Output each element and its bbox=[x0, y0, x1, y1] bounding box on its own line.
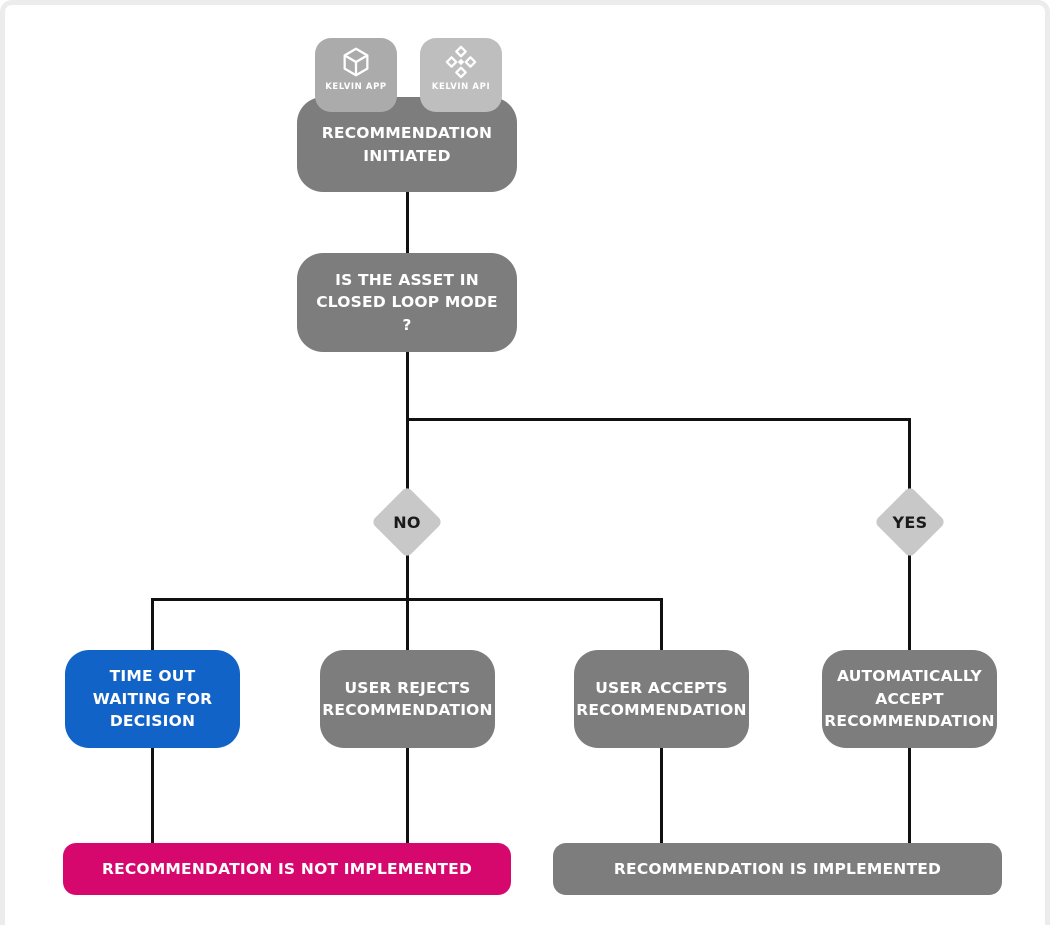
kelvin-api-label: KELVIN API bbox=[431, 82, 491, 92]
decision-no-label: NO bbox=[393, 512, 421, 532]
node-label: RECOMMENDATION IS NOT IMPLEMENTED bbox=[101, 859, 473, 878]
diamond-cluster-icon bbox=[445, 45, 477, 79]
connector-rejects-to-not-implemented bbox=[406, 748, 409, 843]
node-label: AUTOMATICALLY ACCEPT RECOMMENDATION bbox=[824, 667, 995, 731]
node-user-accepts: USER ACCEPTS RECOMMENDATION bbox=[574, 650, 749, 748]
decision-yes-label: YES bbox=[892, 512, 928, 532]
node-label: RECOMMENDATION INITIATED bbox=[321, 124, 493, 165]
node-user-rejects: USER REJECTS RECOMMENDATION bbox=[320, 650, 495, 748]
connector-to-user-accepts bbox=[660, 598, 663, 650]
kelvin-app-badge: KELVIN APP bbox=[315, 38, 397, 112]
node-implemented: RECOMMENDATION IS IMPLEMENTED bbox=[553, 843, 1002, 895]
connector-accepts-to-implemented bbox=[660, 748, 663, 843]
cube-icon bbox=[343, 47, 369, 77]
node-recommendation-initiated: RECOMMENDATION INITIATED bbox=[297, 97, 517, 192]
kelvin-app-label: KELVIN APP bbox=[325, 82, 387, 92]
node-label: USER REJECTS RECOMMENDATION bbox=[322, 678, 493, 719]
node-label: USER ACCEPTS RECOMMENDATION bbox=[576, 678, 747, 719]
connector-to-timeout bbox=[151, 598, 154, 650]
node-label: TIME OUT WAITING FOR DECISION bbox=[92, 667, 213, 731]
node-label: RECOMMENDATION IS IMPLEMENTED bbox=[613, 859, 942, 878]
decision-no: NO bbox=[370, 485, 444, 559]
connector-no-split-horizontal bbox=[151, 598, 663, 601]
node-label: IS THE ASSET IN CLOSED LOOP MODE ? bbox=[316, 270, 498, 334]
node-closed-loop-question: IS THE ASSET IN CLOSED LOOP MODE ? bbox=[297, 253, 517, 352]
connector-auto-to-implemented bbox=[908, 748, 911, 843]
node-auto-accept: AUTOMATICALLY ACCEPT RECOMMENDATION bbox=[822, 650, 997, 748]
decision-yes: YES bbox=[873, 485, 947, 559]
kelvin-api-badge: KELVIN API bbox=[420, 38, 502, 112]
connector-branch-horizontal bbox=[406, 418, 911, 421]
node-timeout-waiting: TIME OUT WAITING FOR DECISION bbox=[65, 650, 240, 748]
page-frame bbox=[0, 0, 1050, 925]
connector-timeout-to-not-implemented bbox=[151, 748, 154, 843]
node-not-implemented: RECOMMENDATION IS NOT IMPLEMENTED bbox=[63, 843, 511, 895]
connector-initiated-to-question bbox=[406, 192, 409, 254]
